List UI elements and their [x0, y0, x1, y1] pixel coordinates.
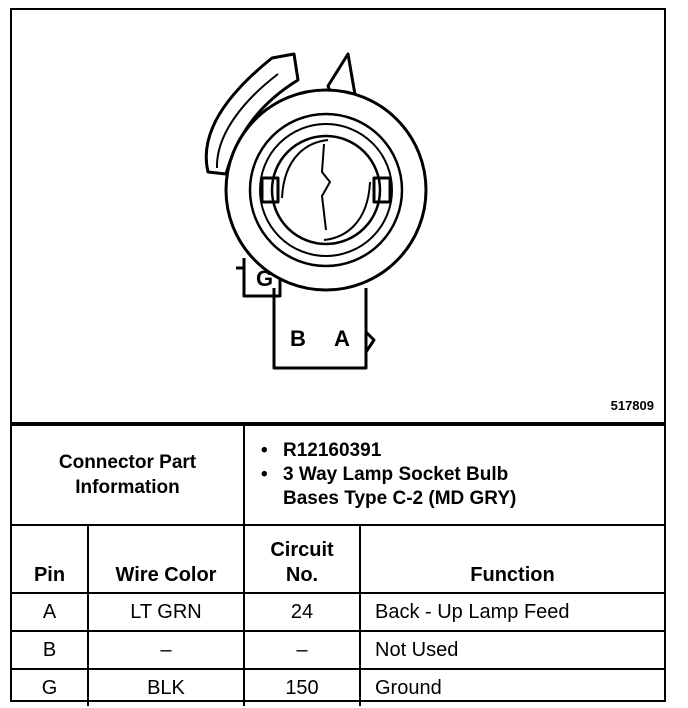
circuit-cell: –: [243, 630, 361, 670]
header-function: Function: [358, 524, 665, 594]
connector-diagram: G B A 517809: [12, 10, 664, 424]
pin-cell: G: [12, 668, 89, 706]
cavity-label-a: A: [334, 326, 350, 351]
header-circuit-line1: Circuit: [270, 539, 334, 561]
table-row: A LT GRN 24 Back - Up Lamp Feed: [12, 592, 665, 632]
header-wire-color: Wire Color: [87, 524, 245, 594]
connector-info-title-line2: Information: [75, 477, 180, 498]
connector-info-list: R12160391 3 Way Lamp Socket Bulb Bases T…: [242, 424, 665, 526]
header-circuit-line2: No.: [285, 564, 319, 586]
terminal-housing: [272, 288, 368, 370]
socket-description-line2: Bases Type C-2 (MD GRY): [283, 488, 517, 509]
function-cell: Ground: [358, 668, 665, 706]
header-pin: Pin: [12, 524, 89, 594]
figure-id: 517809: [610, 398, 654, 413]
wire-color-cell: –: [87, 630, 245, 670]
cavity-label-g: G: [256, 266, 273, 291]
connector-table: Connector Part Information R12160391 3 W…: [12, 424, 665, 706]
circuit-cell: 150: [243, 668, 361, 706]
function-cell: Back - Up Lamp Feed: [358, 592, 665, 632]
table-header-row: Pin Wire Color Circuit No. Function: [12, 524, 665, 594]
connector-info-row: Connector Part Information R12160391 3 W…: [12, 424, 665, 526]
connector-info-title: Connector Part Information: [12, 424, 245, 526]
wire-color-cell: LT GRN: [87, 592, 245, 632]
connector-figure: G B A 517809 Connector Part Information …: [10, 8, 666, 706]
socket-description-line1: 3 Way Lamp Socket Bulb: [261, 463, 664, 487]
part-number: R12160391: [261, 439, 664, 463]
circuit-cell: 24: [243, 592, 361, 632]
pin-cell: B: [12, 630, 89, 670]
table-row: B – – Not Used: [12, 630, 665, 670]
wire-color-cell: BLK: [87, 668, 245, 706]
header-circuit: Circuit No.: [243, 524, 361, 594]
pin-cell: A: [12, 592, 89, 632]
function-cell: Not Used: [358, 630, 665, 670]
lamp-socket-drawing: G B A: [204, 52, 428, 370]
cavity-label-b: B: [290, 326, 306, 351]
connector-info-title-line1: Connector Part: [58, 452, 197, 473]
table-row: G BLK 150 Ground: [12, 668, 665, 706]
bulb-bore: [270, 134, 382, 246]
